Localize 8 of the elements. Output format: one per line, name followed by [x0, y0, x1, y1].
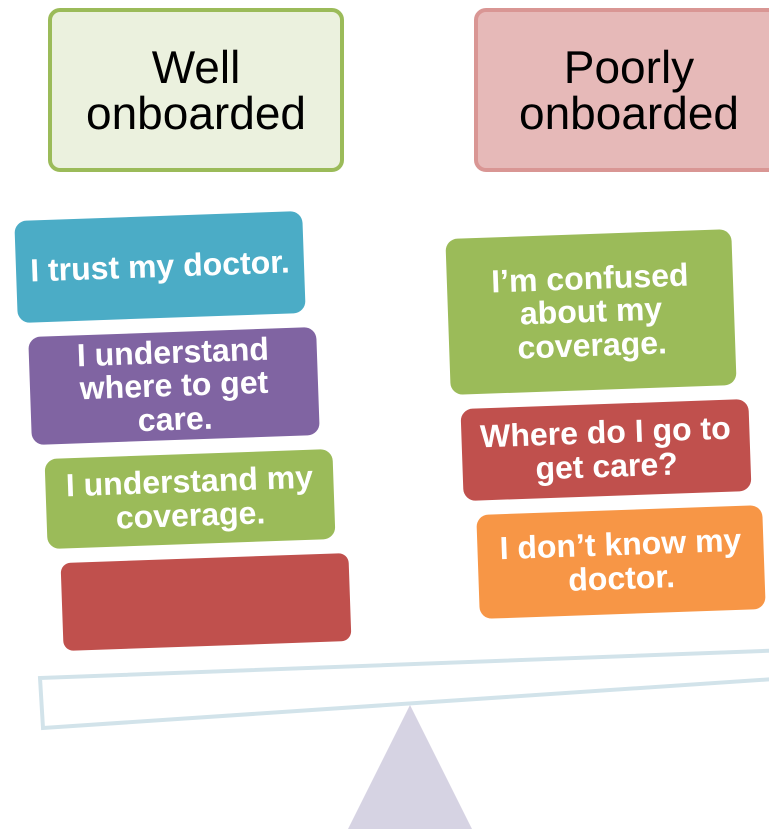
statement-box: I don’t know my doctor. [476, 505, 766, 619]
statement-box: I trust my doctor. [14, 211, 306, 323]
statement-box: I understand where to get care. [28, 327, 320, 445]
statement-box: I’m confused about my coverage. [445, 229, 737, 395]
header-box: Well onboarded [48, 8, 344, 172]
statement-box: I understand my coverage. [44, 449, 336, 549]
header-box: Poorly onboarded [474, 8, 769, 172]
statement-box: Where do I go to get care? [460, 399, 752, 501]
